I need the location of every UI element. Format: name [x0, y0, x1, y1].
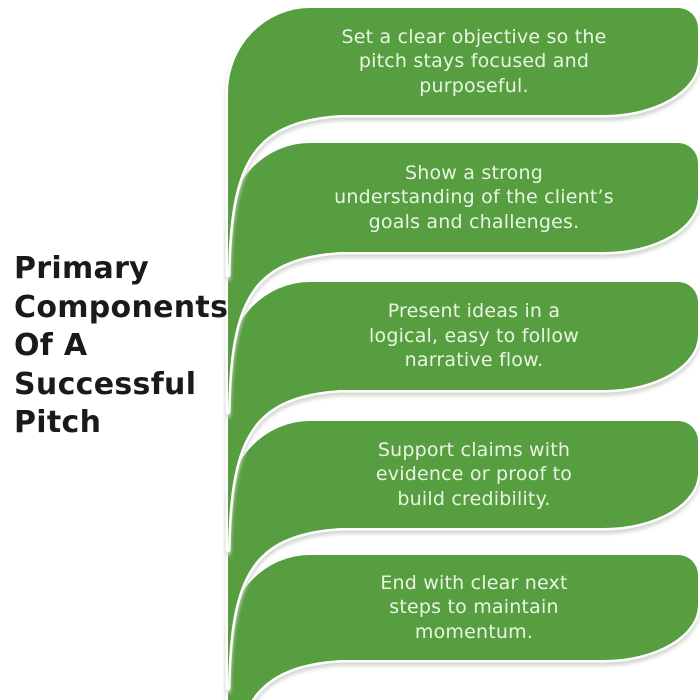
item-5-text: End with clear next steps to maintain mo…	[380, 571, 568, 643]
page-title: Primary Components Of A Successful Pitch	[14, 251, 229, 440]
item-1-text: Set a clear objective so the pitch stays…	[341, 25, 607, 97]
item-2-text: Show a strong understanding of the clien…	[334, 161, 614, 233]
leaf-shape-1	[225, 5, 700, 278]
item-3-text: Present ideas in a logical, easy to foll…	[369, 300, 579, 372]
leaf-shape-4	[225, 418, 700, 691]
leaf-shape-3	[225, 279, 700, 553]
item-4-text: Support claims with evidence or proof to…	[375, 438, 573, 510]
leaf-shape-2	[225, 140, 700, 415]
leaf-shape-5	[225, 552, 700, 700]
